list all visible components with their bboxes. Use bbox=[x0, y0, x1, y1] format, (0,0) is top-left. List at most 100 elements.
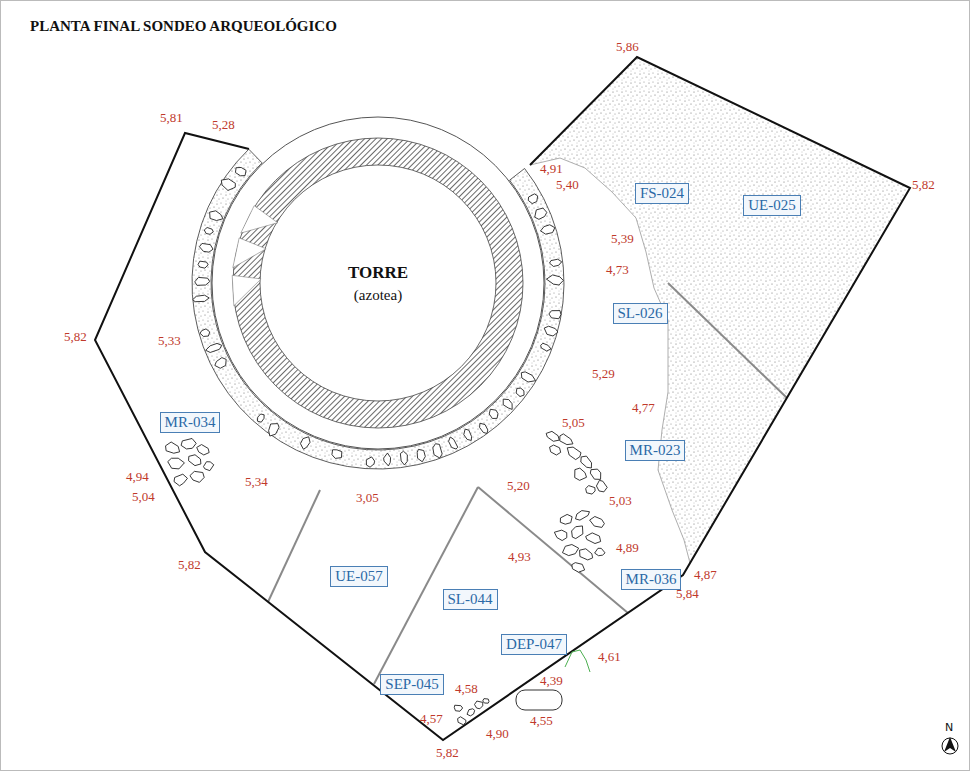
elevation-label: 5,81 bbox=[160, 111, 183, 124]
deposit-outline bbox=[516, 690, 562, 710]
green-trace bbox=[565, 650, 590, 672]
stone bbox=[595, 548, 605, 555]
trench-boundary bbox=[95, 57, 910, 740]
stone bbox=[483, 699, 489, 704]
stone bbox=[549, 311, 561, 319]
section-line bbox=[668, 283, 787, 398]
stone bbox=[215, 358, 226, 369]
stone bbox=[590, 469, 600, 479]
unit-code: MR-036 bbox=[626, 571, 677, 588]
stone bbox=[417, 449, 425, 461]
elevation-label: 5,33 bbox=[158, 334, 181, 347]
stone bbox=[546, 431, 559, 441]
plan-title: PLANTA FINAL SONDEO ARQUEOLÓGICO bbox=[30, 18, 337, 35]
stone bbox=[174, 474, 187, 486]
stone bbox=[206, 343, 222, 352]
section-line bbox=[268, 490, 320, 602]
stone bbox=[528, 194, 537, 204]
stone bbox=[541, 343, 551, 351]
stone bbox=[200, 329, 210, 337]
unit-label-box: SL-044 bbox=[443, 589, 498, 610]
section-line bbox=[374, 487, 478, 684]
stone bbox=[257, 414, 264, 422]
unit-code: FS-024 bbox=[640, 185, 684, 202]
north-arrow bbox=[944, 737, 956, 752]
elevation-label: 4,89 bbox=[616, 541, 639, 554]
stone bbox=[198, 261, 208, 268]
stone bbox=[332, 450, 342, 459]
stone bbox=[521, 372, 535, 382]
elevation-label: 5,82 bbox=[64, 330, 87, 343]
stone bbox=[596, 480, 607, 491]
unit-label-box: MR-034 bbox=[160, 412, 221, 433]
unit-label-box: FS-024 bbox=[635, 183, 689, 204]
stone bbox=[554, 530, 566, 540]
stone bbox=[193, 295, 209, 302]
stone bbox=[433, 444, 442, 458]
stone bbox=[199, 243, 213, 252]
north-circle bbox=[942, 738, 958, 754]
elevation-label: 4,58 bbox=[455, 682, 478, 695]
stone bbox=[572, 563, 585, 573]
stone bbox=[197, 445, 209, 455]
elevation-label: 3,05 bbox=[356, 491, 379, 504]
elevation-label: 4,57 bbox=[420, 712, 443, 725]
stone bbox=[575, 468, 587, 480]
deposit-edge bbox=[530, 158, 690, 563]
stone bbox=[458, 717, 466, 725]
elevation-label: 5,82 bbox=[436, 746, 459, 759]
elevation-label: 5,20 bbox=[507, 479, 530, 492]
elevation-label: 5,40 bbox=[556, 178, 579, 191]
stone bbox=[203, 462, 213, 471]
elevation-label: 4,39 bbox=[540, 674, 563, 687]
elevation-label: 4,61 bbox=[598, 650, 621, 663]
stone bbox=[235, 167, 246, 175]
elevation-label: 5,39 bbox=[611, 232, 634, 245]
unit-label-box: SL-026 bbox=[613, 303, 668, 324]
stone bbox=[454, 705, 462, 711]
elevation-label: 5,28 bbox=[212, 118, 235, 131]
fill-deposit bbox=[530, 57, 910, 563]
unit-code: UE-057 bbox=[335, 568, 383, 585]
elevation-label: 4,87 bbox=[694, 568, 717, 581]
stone bbox=[562, 545, 578, 556]
tower-label: (azotea) bbox=[354, 287, 402, 304]
stone bbox=[475, 701, 483, 709]
stone bbox=[269, 424, 279, 436]
unit-label-box: DEP-047 bbox=[501, 634, 567, 655]
unit-label-box: MR-023 bbox=[625, 440, 686, 461]
stone bbox=[221, 179, 235, 191]
stone bbox=[181, 438, 196, 448]
elevation-label: 5,86 bbox=[616, 40, 639, 53]
stone bbox=[503, 399, 512, 409]
elevation-label: 4,55 bbox=[530, 714, 553, 727]
unit-label-box: UE-057 bbox=[330, 566, 388, 587]
stone bbox=[572, 526, 583, 539]
stone bbox=[210, 211, 223, 221]
stone bbox=[195, 277, 210, 285]
unit-label-box: MR-036 bbox=[621, 569, 682, 590]
tower-circle: TORRE (azotea) bbox=[211, 116, 545, 450]
unit-code: MR-023 bbox=[630, 442, 681, 459]
stone bbox=[586, 533, 601, 544]
stair-step bbox=[241, 206, 278, 233]
stone bbox=[480, 423, 488, 433]
stair-step bbox=[233, 238, 266, 268]
elevation-label: 5,34 bbox=[245, 475, 268, 488]
stone bbox=[544, 326, 558, 336]
stone bbox=[467, 709, 475, 716]
stone bbox=[464, 429, 472, 440]
stone bbox=[204, 228, 213, 235]
unit-code: SEP-045 bbox=[385, 676, 438, 693]
elevation-label: 4,77 bbox=[632, 401, 655, 414]
stone bbox=[567, 447, 581, 460]
stone bbox=[384, 453, 391, 466]
tower-label: TORRE bbox=[348, 263, 408, 283]
elevation-label: 5,03 bbox=[609, 494, 632, 507]
tower-wall bbox=[212, 117, 544, 449]
stone bbox=[449, 437, 458, 449]
unit-code: SL-044 bbox=[448, 591, 493, 608]
north-label: N bbox=[945, 722, 953, 733]
unit-code: UE-025 bbox=[748, 197, 796, 214]
stone bbox=[576, 511, 590, 521]
